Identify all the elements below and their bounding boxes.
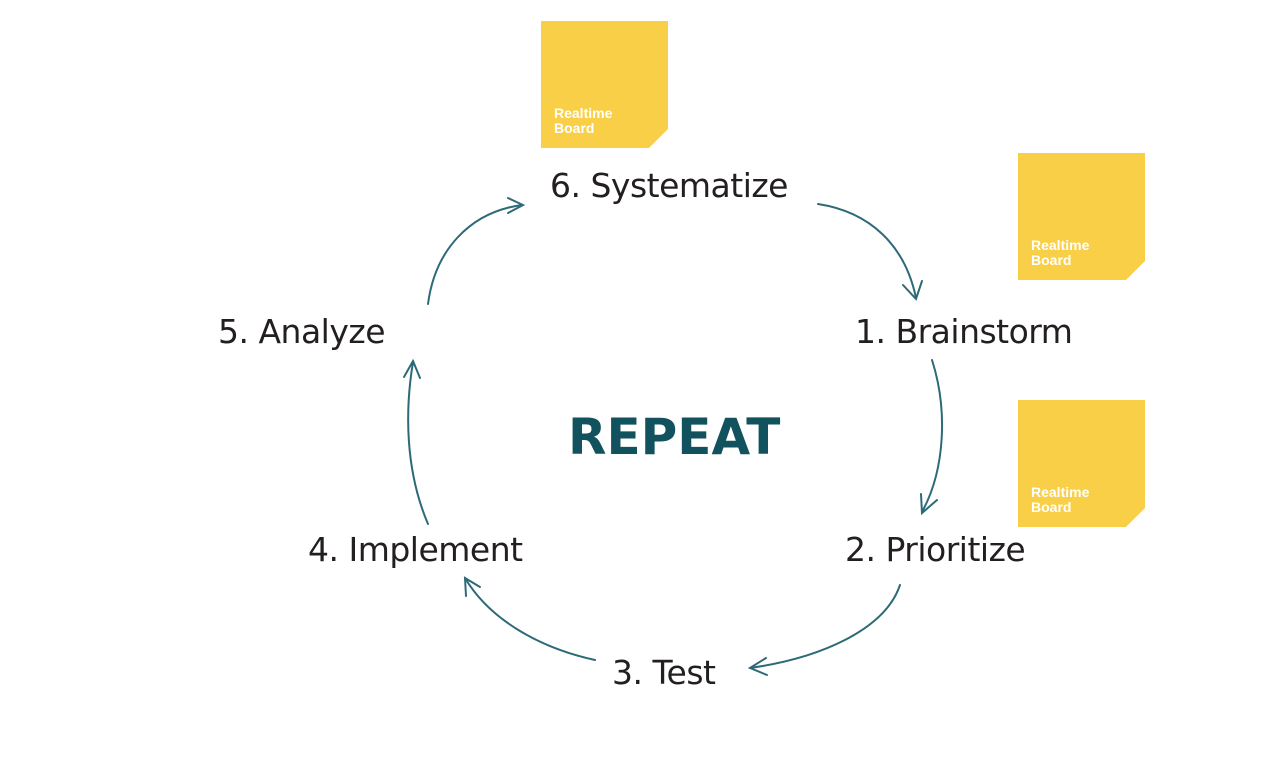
note-text: Realtime Board xyxy=(554,105,613,136)
step-implement: 4. Implement xyxy=(308,530,523,569)
arrow-2-to-3 xyxy=(747,584,901,676)
step-analyze: 5. Analyze xyxy=(218,312,386,351)
note-text: Realtime Board xyxy=(1031,484,1090,515)
arrow-3-to-4 xyxy=(463,576,596,661)
sticky-note: Realtime Board xyxy=(1018,400,1145,527)
arrow-1-to-2 xyxy=(920,359,943,516)
step-prioritize: 2. Prioritize xyxy=(845,530,1026,569)
sticky-note: Realtime Board xyxy=(541,21,668,148)
repeat-label: REPEAT xyxy=(568,408,781,466)
arrow-6-to-1 xyxy=(817,203,923,301)
arrow-5-to-6 xyxy=(427,197,526,305)
note-text: Realtime Board xyxy=(1031,237,1090,268)
step-test: 3. Test xyxy=(612,653,716,692)
step-systematize: 6. Systematize xyxy=(550,166,789,205)
sticky-note: Realtime Board xyxy=(1018,153,1145,280)
arrow-4-to-5 xyxy=(403,358,429,525)
step-brainstorm: 1. Brainstorm xyxy=(855,312,1073,351)
